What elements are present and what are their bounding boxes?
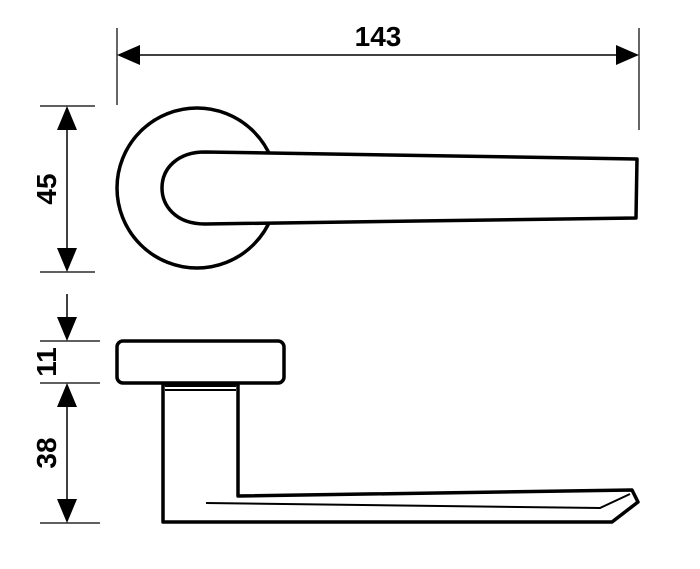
arrow-down [57, 248, 77, 272]
arrow-down-to-rose [57, 317, 77, 341]
dimension-rose-thickness: 11 [31, 294, 100, 384]
dimension-handle-projection: 38 [31, 383, 100, 524]
dim-label-rose-thickness: 11 [31, 347, 62, 377]
dim-label-rose-diameter: 45 [31, 173, 62, 204]
lever-top-view [160, 150, 639, 226]
arrow-down-projection [57, 499, 77, 523]
arrow-right [616, 45, 639, 65]
arrow-left [117, 45, 140, 65]
dim-label-handle-projection: 38 [31, 437, 62, 468]
rose-side-view [115, 339, 286, 385]
top-view [115, 106, 639, 270]
lever-bevel-line [205, 493, 631, 510]
lever-arm-side-view [161, 382, 640, 524]
arrow-up-projection [57, 383, 77, 407]
dimension-rose-diameter: 45 [31, 105, 95, 273]
dimension-overall-length: 143 [116, 21, 640, 130]
arrow-up [57, 106, 77, 130]
side-view [115, 339, 640, 524]
dim-label-overall-length: 143 [355, 21, 402, 52]
